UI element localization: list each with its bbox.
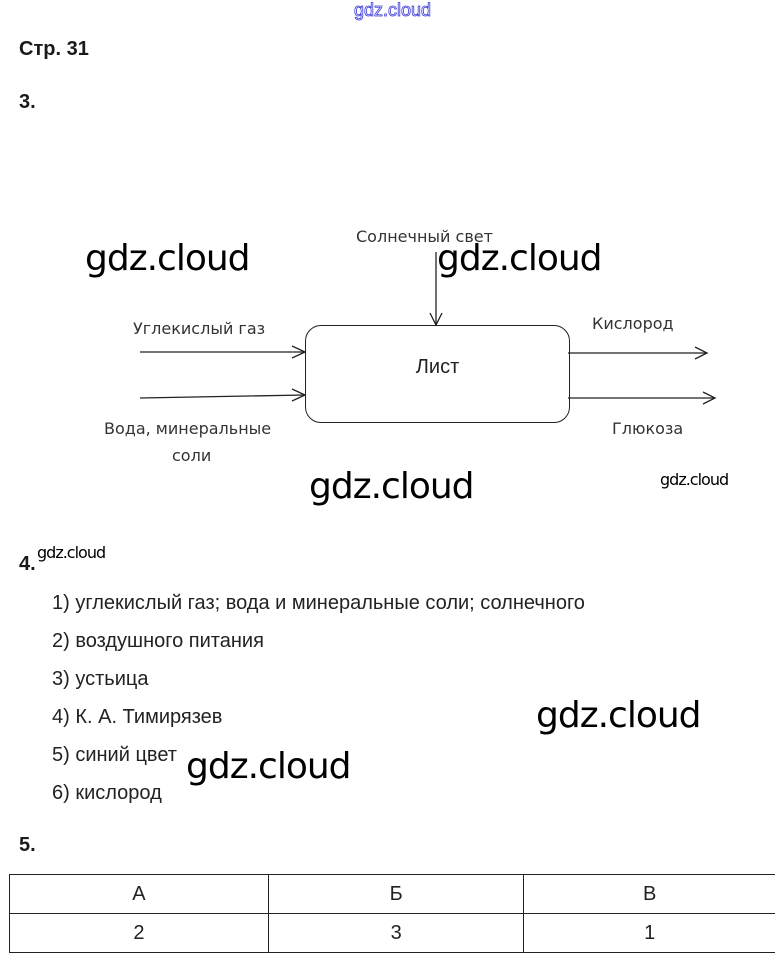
table-header-cell: В [523, 874, 775, 914]
answer-item: 1) углекислый газ; вода и минеральные со… [52, 592, 585, 614]
label-water-line2: соли [172, 446, 212, 465]
table-cell: 1 [523, 913, 775, 953]
header-watermark: gdz.cloud [354, 0, 432, 20]
arrowhead-glucose [702, 391, 717, 405]
label-water-line1: Вода, минеральные [104, 419, 272, 438]
answer-item: 4) К. А. Тимирязев [52, 706, 223, 728]
label-co2: Углекислый газ [133, 319, 266, 338]
label-oxygen: Кислород [592, 314, 674, 333]
label-glucose: Глюкоза [612, 419, 684, 438]
answer-item: 2) воздушного питания [52, 630, 264, 652]
arrowhead-oxygen [694, 346, 709, 360]
leaf-label: Лист [415, 356, 460, 378]
table-header-cell: Б [267, 874, 525, 914]
watermark: gdz.cloud [536, 695, 702, 736]
label-sunlight: Солнечный свет [356, 227, 493, 246]
page-title: Стр. 31 [19, 38, 89, 60]
watermark: gdz.cloud [660, 470, 729, 489]
table-header-cell: А [9, 874, 269, 914]
task-5-number: 5. [19, 834, 36, 856]
answer-item: 3) устьица [52, 668, 149, 690]
watermark: gdz.cloud [85, 238, 251, 279]
arrow-water [139, 394, 306, 399]
watermark: gdz.cloud [186, 746, 352, 787]
watermark: gdz.cloud [437, 238, 603, 279]
watermark: gdz.cloud [37, 543, 106, 562]
leaf-box: Лист [305, 325, 570, 423]
table-header-row: А Б В [9, 874, 775, 914]
task-3-number: 3. [19, 91, 36, 113]
table-cell: 3 [267, 913, 525, 953]
table-row: 2 3 1 [9, 913, 775, 953]
table-cell: 2 [9, 913, 269, 953]
watermark: gdz.cloud [309, 466, 475, 507]
task-4-number: 4. [19, 553, 36, 575]
answer-table: А Б В 2 3 1 [9, 874, 775, 953]
answer-item: 6) кислород [52, 782, 162, 804]
answer-item: 5) синий цвет [52, 744, 177, 766]
